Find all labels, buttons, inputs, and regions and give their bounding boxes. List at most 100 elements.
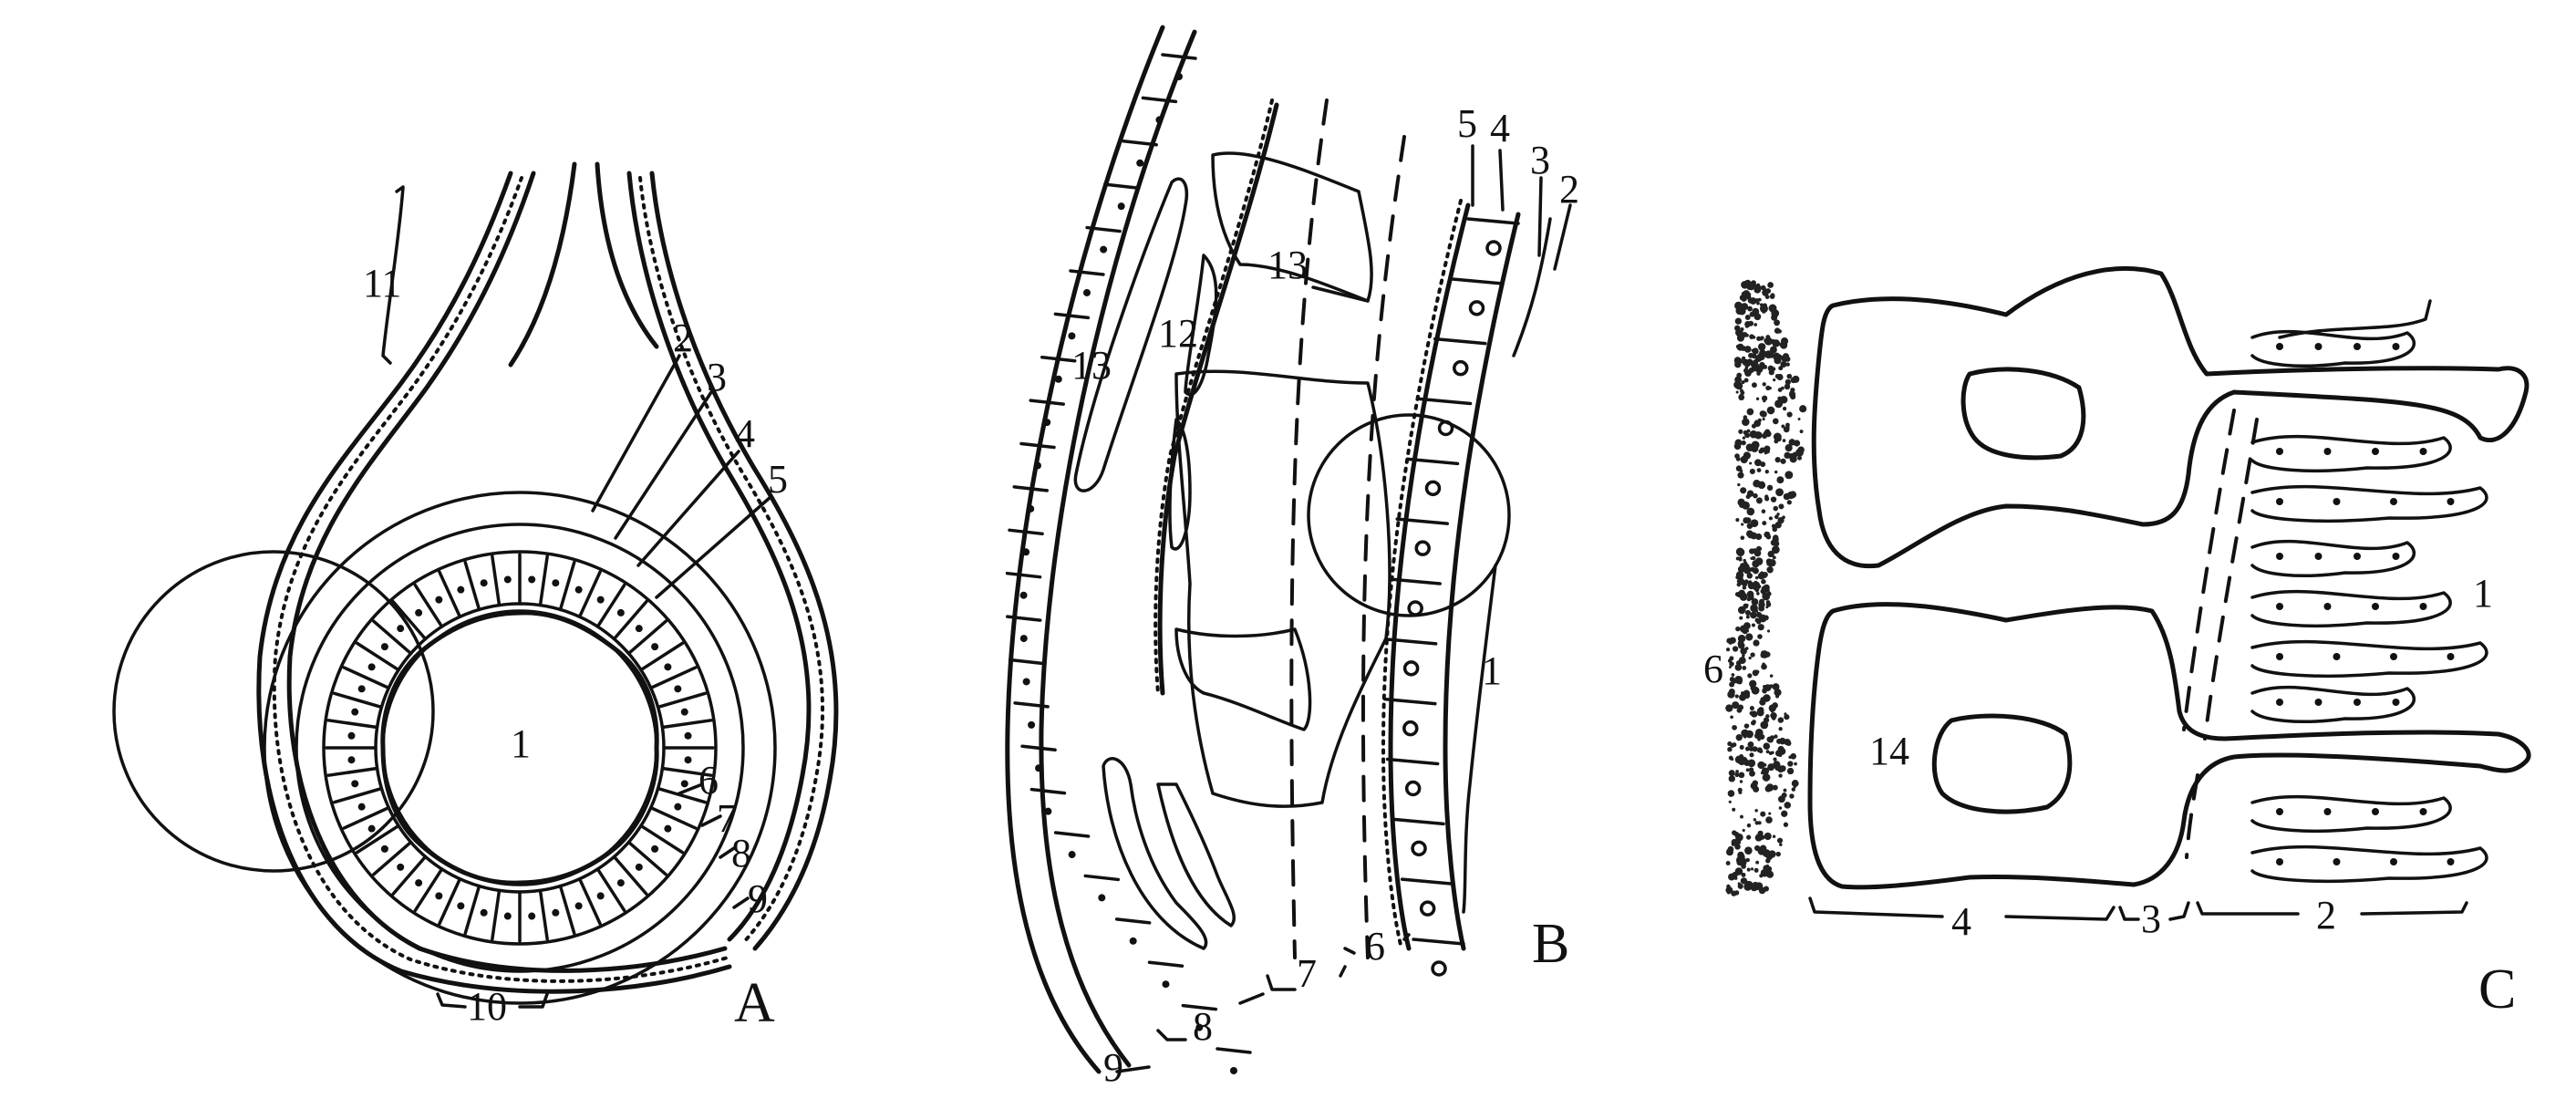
granulosa-cell-divider xyxy=(1466,217,1520,225)
speckle-dot xyxy=(1739,469,1743,473)
cell-divider xyxy=(355,641,400,672)
microvillus-tip xyxy=(2278,299,2432,339)
cell-nucleus xyxy=(680,708,688,716)
speckle-dot xyxy=(1743,561,1748,565)
outer-wall-left xyxy=(256,171,732,994)
speckle-dot xyxy=(1749,770,1755,777)
speckle-dot xyxy=(1771,306,1776,311)
speckle-dot xyxy=(1743,629,1748,635)
granulosa-inner xyxy=(1443,212,1521,951)
speckle-dot xyxy=(1772,339,1780,347)
speckle-dot xyxy=(1732,646,1739,652)
speckle-dot xyxy=(1749,468,1755,475)
cell-divider xyxy=(538,554,549,607)
cell-divider xyxy=(577,570,602,619)
speckle-dot xyxy=(1760,461,1766,468)
outer-cell-nucleus xyxy=(1195,1023,1204,1031)
bracket-c-4 xyxy=(1808,896,2116,921)
basement-membrane xyxy=(322,550,718,946)
speckle-dot xyxy=(1726,637,1733,644)
microvillus xyxy=(2250,794,2452,834)
speckle-dot xyxy=(1782,439,1786,442)
granulosa-cell-nucleus xyxy=(1411,840,1427,857)
stroma-fold-1 xyxy=(1174,627,1312,731)
speckle-dot xyxy=(1764,451,1767,455)
speckle-dot xyxy=(1745,333,1749,337)
speckle-dot xyxy=(1753,492,1758,499)
speckle-dot xyxy=(1776,837,1784,844)
speckle-dot xyxy=(1734,772,1740,778)
speckle-dot xyxy=(1744,517,1752,523)
stalk-left xyxy=(508,161,577,368)
cell-divider xyxy=(391,600,428,641)
microvillus xyxy=(2250,484,2488,523)
speckle-dot xyxy=(1749,705,1754,711)
speckle-dot xyxy=(1757,634,1763,639)
speckle-dot xyxy=(1774,514,1779,520)
speckle-dot xyxy=(1782,406,1787,411)
speckle-dot xyxy=(1760,771,1764,775)
cell-divider xyxy=(639,824,685,855)
speckle-dot xyxy=(1772,702,1778,709)
basement-speckle xyxy=(1725,279,1807,896)
speckle-dot xyxy=(1774,470,1778,474)
speckle-dot xyxy=(1780,361,1787,368)
speckle-dot xyxy=(1734,317,1743,325)
speckle-dot xyxy=(1745,857,1750,863)
speckle-dot xyxy=(1733,841,1739,846)
cell-nucleus xyxy=(397,625,405,633)
stroma-region xyxy=(1174,369,1391,808)
microvillus-granule xyxy=(2419,603,2427,610)
speckle-dot xyxy=(1772,418,1779,425)
outer-cell-nucleus xyxy=(1022,678,1030,686)
cell-nucleus xyxy=(680,780,688,788)
outer-cell-divider xyxy=(1012,485,1049,492)
microvillus-granule xyxy=(2276,603,2283,610)
microvillus-granule xyxy=(2276,553,2283,560)
granulosa-cell-nucleus xyxy=(1419,900,1436,917)
leader-b-4 xyxy=(1498,149,1505,212)
microvillus xyxy=(2250,844,2488,884)
granulosa-cell-nucleus xyxy=(1468,300,1485,316)
cell-divider xyxy=(612,855,648,896)
cell-nucleus xyxy=(616,608,625,616)
label-a-9: 9 xyxy=(748,876,768,921)
speckle-dot xyxy=(1744,609,1752,616)
cell-divider xyxy=(413,583,444,628)
granulosa-cell-divider xyxy=(1418,397,1473,406)
speckle-dot xyxy=(1744,647,1749,650)
speckle-dot xyxy=(1747,297,1754,304)
speckle-dot xyxy=(1737,482,1741,487)
speckle-dot xyxy=(1764,295,1770,299)
speckle-dot xyxy=(1762,773,1771,782)
speckle-dot xyxy=(1773,378,1776,382)
speckle-dot xyxy=(1738,429,1743,434)
speckle-dot xyxy=(1757,761,1765,770)
bracket-c-3 xyxy=(2118,901,2190,921)
speckle-dot xyxy=(1733,442,1742,451)
granulosa-cell-divider xyxy=(1449,277,1504,285)
cell-nucleus xyxy=(635,625,643,633)
speckle-dot xyxy=(1757,418,1762,422)
granulosa-cell-nucleus xyxy=(1431,960,1447,977)
cell-nucleus xyxy=(367,824,376,833)
cell-nucleus xyxy=(357,803,366,811)
speckle-dot xyxy=(1771,367,1776,371)
outer-cell-divider xyxy=(1161,53,1197,60)
speckle-dot xyxy=(1742,654,1745,658)
cell-nucleus xyxy=(380,844,388,853)
speckle-dot xyxy=(1745,360,1752,366)
cell-divider xyxy=(648,666,698,690)
speckle-dot xyxy=(1768,352,1774,358)
label-a-8: 8 xyxy=(731,831,751,876)
speckle-dot xyxy=(1755,497,1763,504)
speckle-dot xyxy=(1740,535,1745,541)
granulosa-cell-divider xyxy=(1405,457,1460,466)
cell-divider xyxy=(577,876,602,926)
speckle-dot xyxy=(1754,575,1759,580)
speckle-dot xyxy=(1731,673,1735,677)
cell-lower xyxy=(1807,602,2531,890)
microvillus-granule xyxy=(2372,808,2379,815)
cell-divider xyxy=(558,560,576,612)
microvillus-granule xyxy=(2447,498,2455,505)
